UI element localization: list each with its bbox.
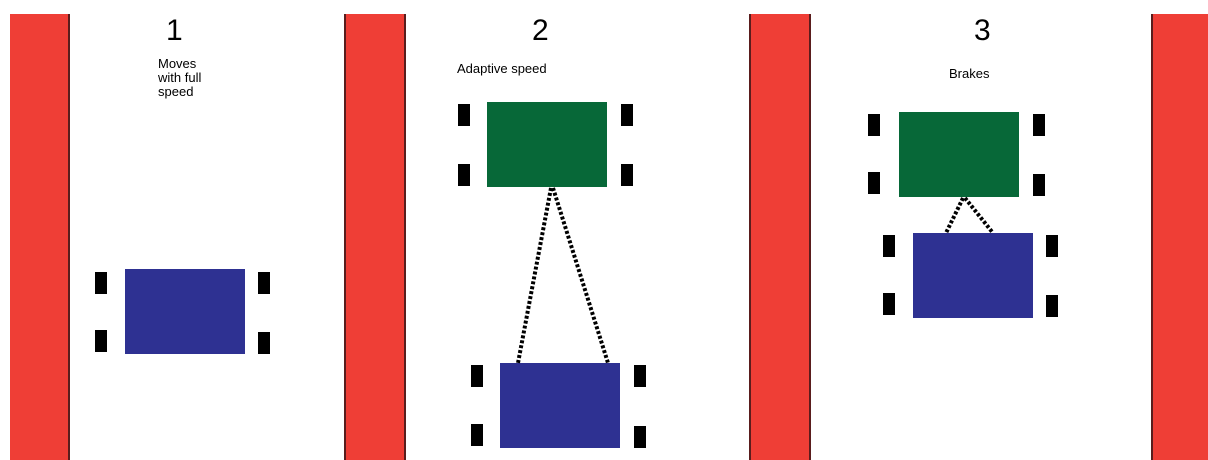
wheel xyxy=(95,272,107,294)
sensor-link xyxy=(516,187,553,364)
wheel xyxy=(868,114,880,136)
panel-caption: Brakes xyxy=(949,67,989,81)
road-barrier xyxy=(10,14,70,460)
sensor-link xyxy=(551,187,610,364)
wheel xyxy=(634,365,646,387)
caption-line: Adaptive speed xyxy=(457,61,547,76)
wheel xyxy=(1046,235,1058,257)
panel-number: 2 xyxy=(532,14,550,47)
caption-line: Moves xyxy=(158,56,197,71)
wheel xyxy=(95,330,107,352)
panel-caption: Adaptive speed xyxy=(457,62,547,76)
panel-number: 1 xyxy=(166,14,184,47)
wheel xyxy=(634,426,646,448)
car-body xyxy=(125,269,245,354)
sensor-link xyxy=(944,197,965,234)
wheel xyxy=(621,104,633,126)
panel-caption: Moves with full speed xyxy=(158,57,201,99)
caption-line: Brakes xyxy=(949,66,990,81)
wheel xyxy=(258,332,270,354)
wheel xyxy=(458,164,470,186)
car-body xyxy=(487,102,607,187)
panel-number: 3 xyxy=(974,14,992,47)
wheel xyxy=(883,235,895,257)
road-barrier xyxy=(1151,14,1208,460)
car-body xyxy=(500,363,620,448)
wheel xyxy=(883,293,895,315)
road-barrier xyxy=(749,14,811,460)
car-body xyxy=(913,233,1033,318)
wheel xyxy=(471,424,483,446)
caption-line: with full xyxy=(158,70,202,85)
sensor-link xyxy=(963,196,995,235)
wheel xyxy=(458,104,470,126)
wheel xyxy=(258,272,270,294)
caption-line: speed xyxy=(158,84,194,99)
wheel xyxy=(471,365,483,387)
car-body xyxy=(899,112,1019,197)
wheel xyxy=(1033,114,1045,136)
wheel xyxy=(621,164,633,186)
wheel xyxy=(868,172,880,194)
wheel xyxy=(1046,295,1058,317)
wheel xyxy=(1033,174,1045,196)
road-barrier xyxy=(344,14,406,460)
